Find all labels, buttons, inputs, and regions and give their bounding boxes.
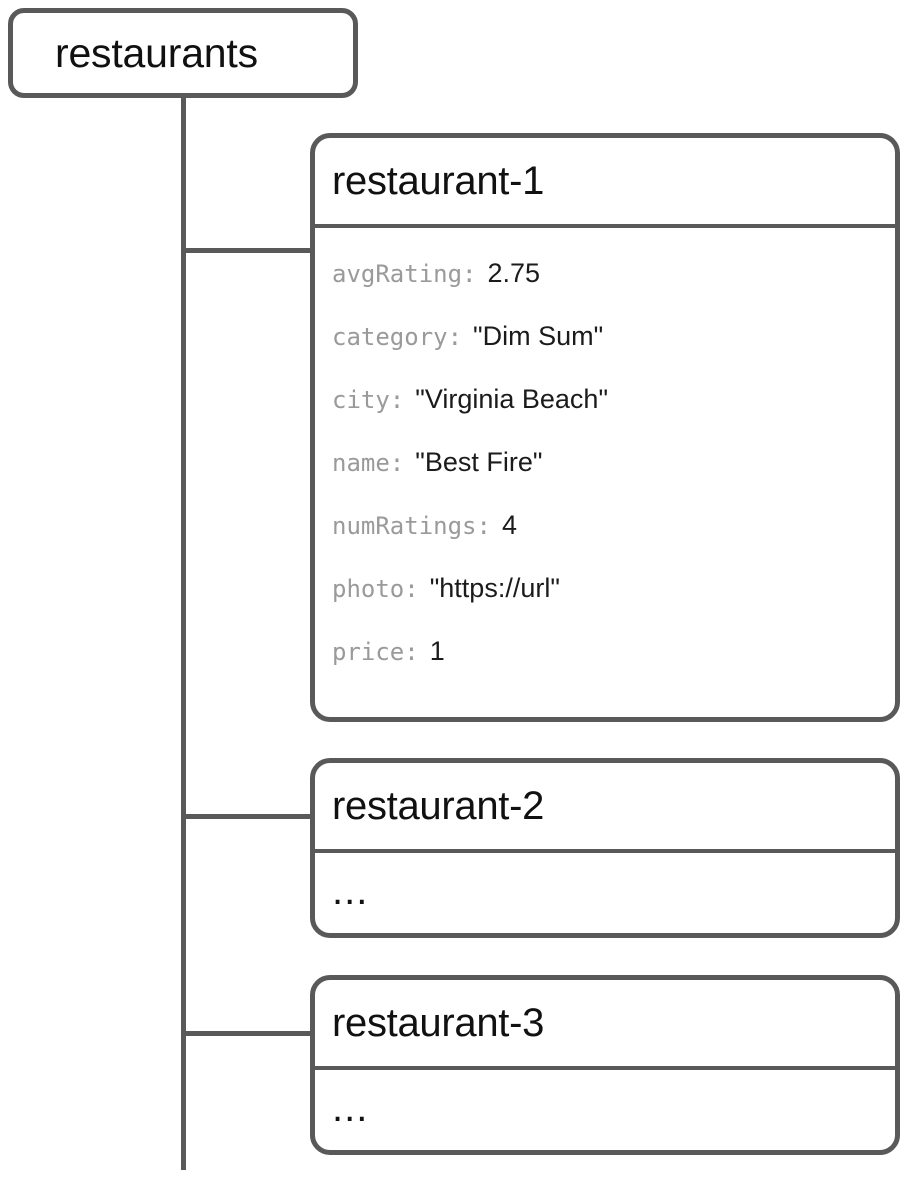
field-row: numRatings : 4 (315, 494, 895, 557)
branch-line-restaurant-3 (181, 1031, 314, 1036)
field-value: "Best Fire" (415, 447, 543, 477)
ellipsis-text: ... (332, 869, 369, 913)
document-card-title: restaurant-3 (332, 1001, 545, 1045)
field-value: "Virginia Beach" (415, 384, 609, 414)
collection-node-label: restaurants (55, 29, 258, 76)
field-row: city : "Virginia Beach" (315, 368, 895, 431)
field-key: city (332, 385, 390, 414)
field-row: category : "Dim Sum" (315, 305, 895, 368)
ellipsis-text: ... (332, 1086, 369, 1130)
field-value: 4 (501, 510, 517, 540)
field-key: avgRating (332, 259, 463, 288)
field-colon: : (447, 322, 463, 351)
field-colon: : (389, 385, 405, 414)
field-key: photo (332, 574, 405, 603)
field-colon: : (404, 637, 419, 666)
field-key: name (332, 448, 390, 477)
field-colon: : (389, 448, 405, 477)
document-card-title: restaurant-2 (332, 784, 545, 828)
document-card-restaurant-2[interactable]: restaurant-2 ... (310, 758, 900, 938)
field-colon: : (476, 511, 491, 540)
document-card-title: restaurant-1 (332, 159, 545, 203)
document-card-restaurant-3[interactable]: restaurant-3 ... (310, 975, 900, 1155)
document-field-list: avgRating : 2.75 category : "Dim Sum" ci… (315, 228, 895, 707)
document-card-header: restaurant-2 (315, 763, 895, 853)
field-row: photo : "https://url" (315, 557, 895, 620)
field-key: category (332, 322, 448, 351)
collection-node-restaurants[interactable]: restaurants (8, 8, 358, 98)
document-card-restaurant-1[interactable]: restaurant-1 avgRating : 2.75 category :… (310, 133, 900, 722)
document-body-placeholder: ... (315, 1070, 895, 1150)
field-value: "https://url" (429, 573, 560, 603)
document-card-header: restaurant-1 (315, 138, 895, 228)
trunk-line (181, 96, 186, 1170)
field-key: numRatings (332, 511, 477, 540)
branch-line-restaurant-2 (181, 814, 314, 819)
document-body-placeholder: ... (315, 853, 895, 933)
field-row: price : 1 (315, 620, 895, 683)
field-colon: : (404, 574, 419, 603)
field-key: price (332, 637, 405, 666)
field-colon: : (462, 259, 477, 288)
branch-line-restaurant-1 (181, 248, 314, 253)
document-card-header: restaurant-3 (315, 980, 895, 1070)
field-row: avgRating : 2.75 (315, 242, 895, 305)
field-value: 1 (429, 636, 445, 666)
field-value: "Dim Sum" (473, 321, 604, 351)
field-value: 2.75 (487, 258, 541, 288)
field-row: name : "Best Fire" (315, 431, 895, 494)
